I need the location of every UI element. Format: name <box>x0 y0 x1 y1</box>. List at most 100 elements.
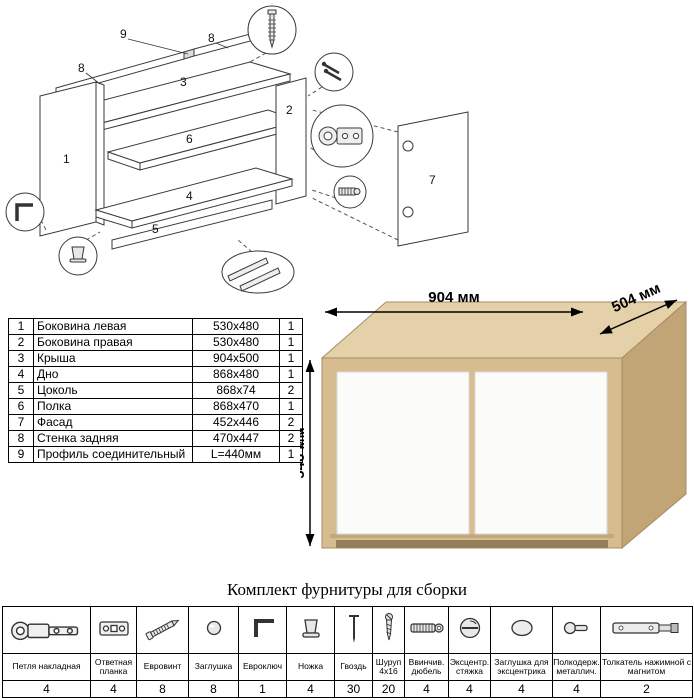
hardware-qty: 20 <box>372 680 405 698</box>
hardware-qty: 4 <box>404 680 449 698</box>
part-name: Фасад <box>33 414 193 431</box>
hardware-qty: 4 <box>286 680 335 698</box>
hardware-qty: 1 <box>238 680 287 698</box>
screw-in-dowel-icon <box>404 606 449 654</box>
hardware-qty-row: 4 4 8 8 1 4 30 20 4 4 4 4 2 <box>2 680 693 698</box>
part-size: 868x74 <box>192 382 280 399</box>
push-latch-icon <box>600 606 693 654</box>
label-part-4: 4 <box>186 189 193 203</box>
euro-key-icon <box>238 606 287 654</box>
label-part-8b: 8 <box>208 31 215 45</box>
hardware-qty: 4 <box>490 680 553 698</box>
label-part-3: 3 <box>180 75 187 89</box>
part-qty: 1 <box>279 366 303 383</box>
part-name: Полка <box>33 398 193 415</box>
hardware-qty: 8 <box>188 680 239 698</box>
part-name: Дно <box>33 366 193 383</box>
part-size: 530x480 <box>192 318 280 335</box>
label-part-1: 1 <box>63 152 70 166</box>
euro-screw-icon <box>136 606 189 654</box>
part-number: 7 <box>8 414 34 431</box>
label-part-8a: 8 <box>78 61 85 75</box>
hardware-names-row: Петля накладная Ответная планка Евровинт… <box>2 653 693 681</box>
hardware-name: Евроключ <box>238 653 287 681</box>
table-row: 9 Профиль соединительный L=440мм 1 <box>8 446 303 463</box>
part-name: Профиль соединительный <box>33 446 193 463</box>
hinge-icon <box>2 606 91 654</box>
hardware-name: Заглушка <box>188 653 239 681</box>
cam-cap-icon <box>490 606 553 654</box>
label-part-7: 7 <box>429 173 436 187</box>
hardware-name: Полкодерж. металлич. <box>552 653 601 681</box>
hardware-name: Толкатель нажимной с магнитом <box>600 653 693 681</box>
part-qty: 1 <box>279 446 303 463</box>
part-facade <box>397 111 469 247</box>
part-number: 4 <box>8 366 34 383</box>
screw-icon <box>372 606 405 654</box>
part-name: Боковина левая <box>33 318 193 335</box>
hardware-name: Ввинчив. дюбель <box>404 653 449 681</box>
part-name: Крыша <box>33 350 193 367</box>
hardware-name: Заглушка для эксцентрика <box>490 653 553 681</box>
callout-euroscrew <box>247 5 297 55</box>
part-size: 868x480 <box>192 366 280 383</box>
callout-dowel <box>333 175 367 209</box>
label-part-5: 5 <box>152 222 159 236</box>
part-right-side <box>275 77 307 205</box>
hardware-qty: 4 <box>448 680 491 698</box>
cap-icon <box>188 606 239 654</box>
part-size: 530x480 <box>192 334 280 351</box>
table-row: 8 Стенка задняя 470x447 2 <box>8 430 303 447</box>
hardware-name: Гвоздь <box>334 653 373 681</box>
cabinet-door-left <box>336 371 470 535</box>
hardware-name: Ножка <box>286 653 335 681</box>
callout-euro-key <box>5 192 45 232</box>
part-name: Цоколь <box>33 382 193 399</box>
part-number: 8 <box>8 430 34 447</box>
callout-profile <box>221 250 295 294</box>
nail-icon <box>334 606 373 654</box>
hardware-name: Петля накладная <box>2 653 91 681</box>
part-size: 452x446 <box>192 414 280 431</box>
hardware-icons-row <box>2 606 693 654</box>
part-bottom-panel <box>94 167 294 229</box>
exploded-diagram: 1 2 3 4 5 6 7 8 8 9 <box>5 5 469 294</box>
cabinet-plinth-shadow <box>330 534 614 538</box>
callout-leg <box>58 236 98 276</box>
table-row: 4 Дно 868x480 1 <box>8 366 303 383</box>
part-labels: 1 2 3 4 5 6 7 8 8 9 <box>63 27 436 236</box>
cabinet-door-right <box>474 371 608 535</box>
strike-plate-icon <box>90 606 137 654</box>
hardware-qty: 4 <box>2 680 91 698</box>
cabinet-plinth <box>336 540 608 548</box>
label-leaders <box>85 38 229 85</box>
part-number: 6 <box>8 398 34 415</box>
hardware-qty: 8 <box>136 680 189 698</box>
part-size: L=440мм <box>192 446 280 463</box>
hardware-qty: 4 <box>552 680 601 698</box>
shelf-support-icon <box>552 606 601 654</box>
dimension-height-label: 546 мм <box>300 427 308 478</box>
part-number: 3 <box>8 350 34 367</box>
hardware-name: Шуруп 4x16 <box>372 653 405 681</box>
part-name: Боковина правая <box>33 334 193 351</box>
table-row: 5 Цоколь 868x74 2 <box>8 382 303 399</box>
part-plinth <box>111 199 273 250</box>
table-row: 3 Крыша 904x500 1 <box>8 350 303 367</box>
table-row: 1 Боковина левая 530x480 1 <box>8 318 303 335</box>
part-number: 2 <box>8 334 34 351</box>
hardware-name: Эксцентр. стяжка <box>448 653 491 681</box>
hardware-name: Евровинт <box>136 653 189 681</box>
hardware-qty: 30 <box>334 680 373 698</box>
label-part-2: 2 <box>286 103 293 117</box>
part-size: 470x447 <box>192 430 280 447</box>
table-row: 2 Боковина правая 530x480 1 <box>8 334 303 351</box>
callout-screws <box>314 52 354 92</box>
hardware-table: Петля накладная Ответная планка Евровинт… <box>2 606 693 698</box>
parts-table: 1 Боковина левая 530x480 1 2 Боковина пр… <box>8 318 303 463</box>
part-left-side <box>39 81 105 237</box>
hardware-qty: 4 <box>90 680 137 698</box>
cam-lock-icon <box>448 606 491 654</box>
hardware-qty: 2 <box>600 680 693 698</box>
